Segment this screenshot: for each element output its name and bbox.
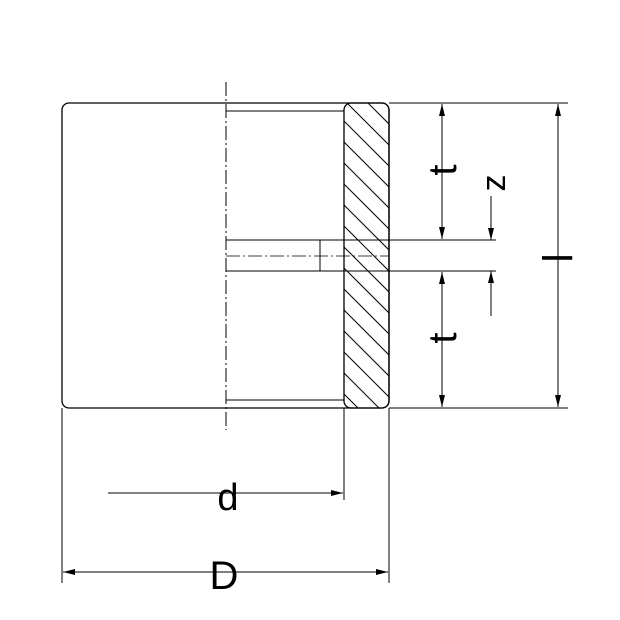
hatch-line — [344, 225, 389, 272]
hatch-line — [344, 372, 389, 408]
extension-lines — [61, 102, 568, 583]
section-wall — [343, 102, 390, 460]
bore-lines — [226, 110, 389, 401]
hatch-line — [344, 103, 389, 146]
hatch-line — [344, 309, 389, 356]
label-t-top: t — [421, 164, 465, 175]
hatch-line — [344, 288, 389, 335]
hatch-line — [344, 141, 389, 188]
hatching — [344, 103, 389, 460]
label-d: d — [217, 477, 238, 519]
hatch-line — [344, 267, 389, 314]
hatch-line — [344, 393, 389, 408]
hatch-line — [344, 162, 389, 209]
label-t-bottom: t — [421, 332, 465, 343]
hatch-line — [344, 351, 389, 398]
label-D: D — [210, 554, 239, 598]
hatch-line — [344, 415, 389, 460]
hatch-line — [344, 103, 389, 104]
dimension-lines — [63, 104, 561, 575]
hatch-line — [344, 330, 389, 377]
hatch-line — [344, 120, 389, 167]
label-z: z — [475, 175, 513, 192]
hatch-line — [344, 204, 389, 251]
hatch-line — [344, 246, 389, 293]
hatch-line — [344, 183, 389, 230]
hatch-line — [344, 103, 389, 125]
label-l: l — [535, 253, 582, 262]
